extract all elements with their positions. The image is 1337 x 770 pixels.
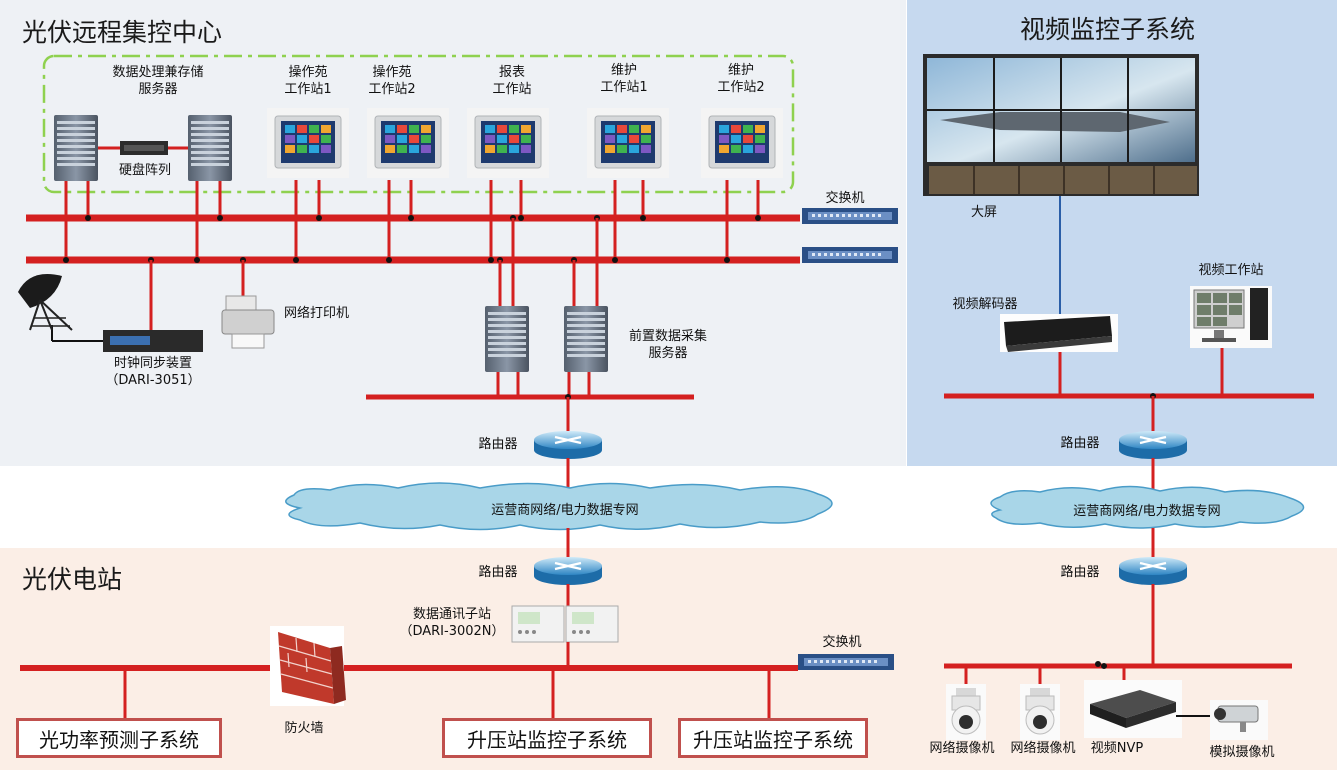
printer-label: 网络打印机 (284, 306, 350, 321)
frontend-server-right (564, 306, 608, 372)
router-station-label: 路由器 (478, 565, 518, 580)
substation-monitor-box-2: 升压站监控子系统 (678, 718, 868, 758)
switch-a (802, 208, 898, 224)
cam2-label: 网络摄像机 (1010, 741, 1076, 756)
comm-substation-device (511, 605, 619, 643)
frontend-server-left (485, 306, 529, 372)
video-ws-label: 视频工作站 (1198, 263, 1264, 278)
ops-ws1-monitor (267, 107, 349, 179)
report-ws-label: 报表工作站 (492, 65, 532, 97)
maint-ws1-monitor (587, 107, 669, 179)
disk-array-label: 硬盘阵列 (118, 163, 171, 178)
firewall-icon (270, 626, 346, 706)
decoder-label: 视频解码器 (952, 297, 1018, 312)
storage-server-label: 数据处理兼存储服务器 (112, 65, 204, 97)
frontend-server-label: 前置数据采集服务器 (628, 329, 707, 361)
router-center-label: 路由器 (478, 437, 518, 452)
switch-b (802, 247, 898, 263)
maint-ws1-label: 维护工作站1 (600, 63, 648, 95)
firewall-label: 防火墙 (284, 721, 324, 736)
video-wall (923, 54, 1199, 196)
video-workstation (1190, 286, 1272, 348)
cloud-right-label: 运营商网络/电力数据专网 (1073, 504, 1221, 519)
network-camera-1-icon (946, 684, 986, 740)
satellite-antenna-icon (18, 274, 73, 331)
center-title: 光伏远程集控中心 (22, 18, 223, 47)
switch-label-center: 交换机 (825, 191, 865, 206)
center-zone (0, 0, 906, 466)
printer (221, 295, 275, 349)
substation-monitor-box-1: 升压站监控子系统 (442, 718, 652, 758)
big-screen-label: 大屏 (970, 205, 997, 220)
power-forecast-subsystem-box: 光功率预测子系统 (16, 718, 222, 758)
nvp-label: 视频NVP (1090, 741, 1144, 756)
ops-ws2-monitor (367, 107, 449, 179)
cloud-right (990, 485, 1305, 529)
workstation-group-outline (42, 54, 795, 194)
maint-ws2-label: 维护工作站2 (717, 63, 765, 95)
comm-substation-label: 数据通讯子站（DARI-3002N） (399, 607, 505, 639)
nvp-recorder (1084, 680, 1182, 738)
clock-sync-device (103, 330, 203, 352)
ops-ws2-label: 操作苑工作站2 (368, 65, 416, 97)
video-decoder (1000, 314, 1118, 352)
cloud-left-label: 运营商网络/电力数据专网 (491, 503, 639, 518)
report-ws-monitor (467, 107, 549, 179)
video-title: 视频监控子系统 (1020, 15, 1196, 44)
station-title: 光伏电站 (22, 565, 123, 594)
router-video-center (1118, 430, 1188, 460)
storage-server-right (188, 115, 232, 181)
maint-ws2-monitor (701, 107, 783, 179)
ops-ws1-label: 操作苑工作站1 (284, 65, 332, 97)
router-video-label: 路由器 (1060, 436, 1100, 451)
router-station (533, 556, 603, 586)
switch-station (798, 654, 894, 670)
router-center (533, 430, 603, 460)
router-video-site (1118, 556, 1188, 586)
cam1-label: 网络摄像机 (929, 741, 995, 756)
router-video-site-label: 路由器 (1060, 565, 1100, 580)
cloud-left (285, 482, 833, 531)
analog-cam-label: 模拟摄像机 (1209, 745, 1275, 760)
storage-server-left (54, 115, 98, 181)
switch-label-station: 交换机 (822, 635, 862, 650)
clock-label: 时钟同步装置（DARI-3051） (105, 356, 201, 388)
network-camera-2-icon (1020, 684, 1060, 740)
analog-camera-icon (1210, 700, 1268, 740)
